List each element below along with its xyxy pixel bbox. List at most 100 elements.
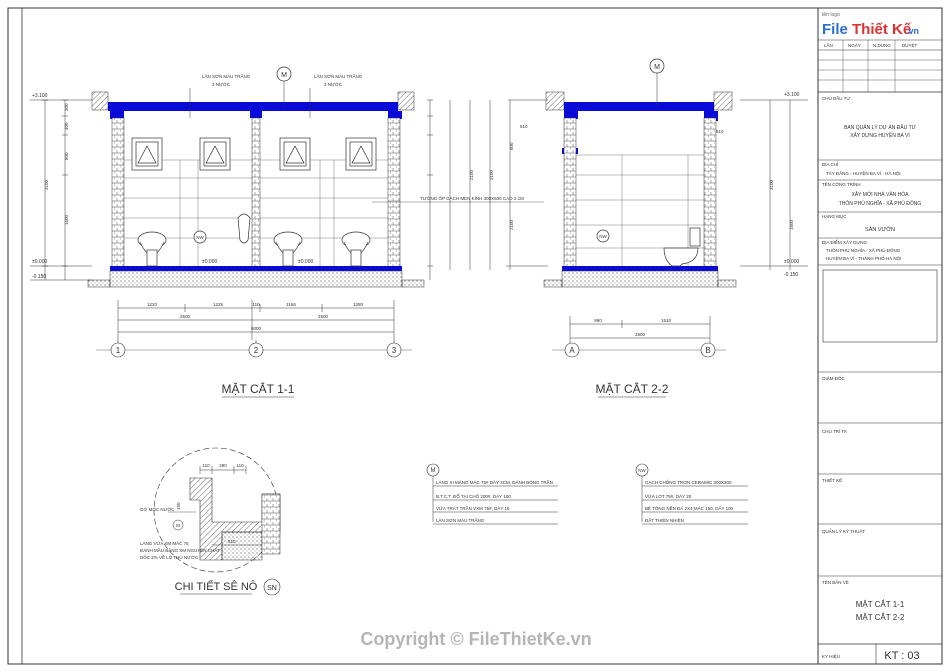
dim-bottom-1f: 2500	[180, 314, 191, 319]
level-zero-1: ±0.000	[32, 259, 47, 265]
dim-bottom-1-total: 5000	[251, 326, 262, 331]
drawing-name-2: MẶT CẮT 2-2	[856, 613, 905, 622]
detail-note-3: DỐC 2% VỀ LỖ THU NƯỚC	[140, 554, 199, 560]
item-label: HẠNG MỤC	[822, 214, 847, 219]
level-bottom-2: -0.150	[784, 272, 798, 278]
detail-dim-110-a: 110	[202, 463, 210, 468]
dim-left-1-b: 400	[64, 122, 69, 130]
dim-2-left-d: 2100	[509, 219, 514, 230]
project-line-1: XÂY MỚI NHÀ VĂN HÓA	[852, 191, 910, 198]
owner-line-1: BAN QUẢN LÝ DỰ ÁN ĐẦU TƯ	[844, 124, 917, 131]
logo-brand-suffix: .vn	[906, 26, 919, 36]
dim-left-1-c: 800	[64, 152, 69, 160]
detail-title: CHI TIẾT SÊ NÔ	[175, 580, 258, 593]
dim-left-1-e: 1600	[64, 214, 69, 225]
detail-tag-m	[172, 519, 184, 531]
tag-nw-label-1: NW	[196, 235, 204, 240]
paint-note-2b: 3 NƯỚC	[324, 81, 343, 87]
tag-nw-section-2	[596, 229, 610, 243]
copyright-watermark: Copyright © FileThietKe.vn	[360, 629, 591, 649]
wall-mid-1	[251, 117, 261, 271]
bottom-dimensions-2	[552, 316, 726, 351]
floor-slab-2	[561, 270, 719, 288]
detail-note-1: LÁNG VỮA XM MÁC 75	[140, 540, 189, 546]
section-1-title: MẶT CẮT 1-1	[222, 381, 295, 396]
paint-note-1: LĂN SƠN MÀU TRẮNG	[202, 72, 251, 79]
bottom-dimensions-1	[117, 300, 395, 340]
dim-bottom-1d: 1165	[286, 302, 296, 307]
axis-3-label: 3	[392, 346, 397, 355]
roof-beam-1	[250, 102, 262, 118]
dim-bottom-2b: 1510	[661, 318, 672, 323]
logo-brand-main: File	[822, 21, 848, 38]
owner-line-2: XÂY DỰNG HUYỆN BA VÌ	[850, 131, 910, 139]
legend-m-item-1: LÁNG XI MĂNG MÁC 75# DÀY 3CM, ĐÁNH BÓNG …	[436, 479, 553, 485]
detail-tag-sn-label: SN	[267, 585, 277, 592]
dim-bottom-2a: 990	[594, 318, 602, 323]
role-lead-designer: CHỦ TRÌ TK	[822, 428, 847, 434]
site-line-1: THÔN PHÚ NGHĨA - XÃ PHÚ ĐÔNG	[826, 247, 901, 253]
detail-tag-m-label: M	[176, 523, 180, 528]
toilet-2	[663, 227, 701, 267]
dim-left-1-d: 3100	[44, 179, 49, 190]
site-line-2: HUYỆN BA VÌ - THÀNH PHỐ HÀ NỘI	[826, 254, 901, 261]
dim-bottom-1b: 1225	[213, 302, 224, 307]
tag-m-label-2: M	[654, 64, 660, 71]
level-floor-1a: ±0.000	[202, 259, 217, 265]
legend-nw-item-2: VỮA LÓT 75#, DÀY 20	[645, 493, 692, 499]
role-tech-manager: QUẢN LÝ KỸ THUẬT	[822, 528, 865, 534]
legend-nw-item-4: ĐẤT THIÊN NHIÊN	[645, 516, 684, 523]
rev-header-ngay: NGÀY	[848, 42, 861, 48]
dim-bottom-1a: 1220	[147, 302, 158, 307]
drawing-name-1: MẶT CẮT 1-1	[856, 600, 905, 609]
legend-m-item-4: LĂN SƠN MÀU TRẮNG	[436, 516, 485, 523]
legend-nw: NW GẠCH CHỐNG TRƠN CERAMIC 300X300 VỮA L…	[635, 463, 748, 525]
legend-nw-item-3: BÊ TÔNG NỀN ĐÁ 2X4,MÁC 150, DÀY 100	[645, 504, 734, 511]
item-value: SÂN VƯỜN	[865, 226, 895, 233]
tile-note: TƯỜNG ỐP GẠCH MEN KÍNH 300X600 CAO 2.1M	[420, 195, 524, 201]
wall-right-1	[387, 117, 401, 271]
dim-2-left-c: 800	[509, 142, 514, 150]
dim-bottom-1g: 2500	[318, 314, 329, 319]
address-label: ĐỊA CHỈ	[822, 161, 839, 167]
logo: tên logo File Thiết Kế .vn	[822, 12, 919, 38]
level-bottom-1: -0.150	[32, 274, 46, 280]
address-value: TÂY ĐẰNG - HUYỆN BA VÌ - HÀ NỘI	[826, 169, 901, 176]
toilets-1	[137, 213, 371, 267]
dim-left-1-a: 300	[64, 103, 69, 111]
tag-nw-label-2: NW	[599, 234, 607, 239]
axis-2-marker	[248, 342, 264, 358]
sheet-number: KT : 03	[884, 650, 919, 662]
axis-a-label: A	[569, 346, 575, 355]
detail-dim-150: 150	[176, 502, 181, 510]
drawing-name-label: TÊN BẢN VẼ	[822, 578, 849, 585]
logo-brand-accent: Thiết Kế	[852, 21, 912, 38]
level-top-2: +3.100	[784, 92, 800, 98]
dim-2-right-510: 510	[716, 129, 724, 134]
project-line-2: THÔN PHÚ NGHĨA - XÃ PHÚ ĐÔNG	[839, 200, 922, 207]
axis-1-marker	[110, 342, 126, 358]
dim-2-right-b: 1600	[789, 219, 794, 230]
axis-3-marker	[386, 342, 402, 358]
level-floor-1b: ±0.000	[298, 259, 313, 265]
dim-2-left-a: 2100	[469, 169, 474, 180]
wall-right-2	[703, 117, 717, 271]
legend-m-item-3: VỮA TRÁT TRẦN VXM 75#, DÀY 15	[436, 505, 510, 511]
legend-nw-tag-label: NW	[638, 468, 646, 473]
tag-nw-section-1	[193, 230, 207, 244]
logo-top-text: tên logo	[822, 12, 840, 18]
section-2-2: 2100 3100 800 2100 510 510 3100 1600 +3.…	[469, 58, 808, 398]
dim-bottom-1c: 110	[252, 302, 260, 307]
axis-1-label: 1	[116, 346, 121, 355]
wall-left-1	[111, 117, 125, 271]
project-label: TÊN CÔNG TRÌNH	[822, 180, 861, 187]
dim-bottom-1e: 1280	[353, 302, 364, 307]
sheet-code-label: KÝ HIỆU	[822, 652, 840, 659]
level-top-1: +3.100	[32, 93, 48, 99]
detail-dim-110-b: 110	[236, 463, 244, 468]
title-block: tên logo File Thiết Kế .vn LẦN NGÀY N.DU…	[817, 7, 943, 665]
role-designer: THIẾT KẾ	[822, 477, 842, 483]
roof-slab-2	[564, 102, 714, 111]
windows-1	[131, 137, 377, 171]
